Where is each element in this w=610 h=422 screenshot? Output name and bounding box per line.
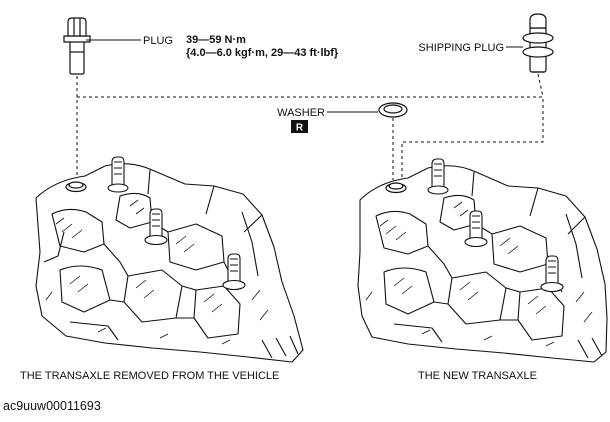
plug-label: PLUG bbox=[143, 35, 173, 47]
washer-label: WASHER bbox=[277, 107, 325, 119]
bolt-icon bbox=[63, 17, 91, 75]
left-plug-port bbox=[65, 181, 87, 193]
right-transaxle-drawing bbox=[357, 165, 608, 363]
right-plug-port bbox=[385, 182, 407, 194]
left-transaxle-drawing bbox=[35, 163, 304, 363]
left-studs bbox=[107, 156, 246, 291]
right-caption: THE NEW TRANSAXLE bbox=[418, 370, 537, 382]
left-caption: THE TRANSAXLE REMOVED FROM THE VEHICLE bbox=[20, 370, 280, 382]
right-studs bbox=[427, 158, 564, 293]
replace-badge-icon: R bbox=[291, 120, 308, 134]
washer-ring-icon bbox=[378, 102, 408, 118]
figure-id: ac9uuw00011693 bbox=[3, 399, 101, 413]
callout-leaders bbox=[86, 39, 523, 113]
plug-torque-nm: 39—59 N·m bbox=[186, 34, 246, 46]
shipping-plug-icon bbox=[522, 13, 554, 73]
assembly-leader-lines bbox=[76, 73, 544, 180]
plug-torque-imperial: {4.0—6.0 kgf·m, 29—43 ft·lbf} bbox=[186, 47, 339, 59]
replace-badge-text: R bbox=[296, 123, 304, 134]
shipping-plug-label: SHIPPING PLUG bbox=[418, 42, 504, 54]
